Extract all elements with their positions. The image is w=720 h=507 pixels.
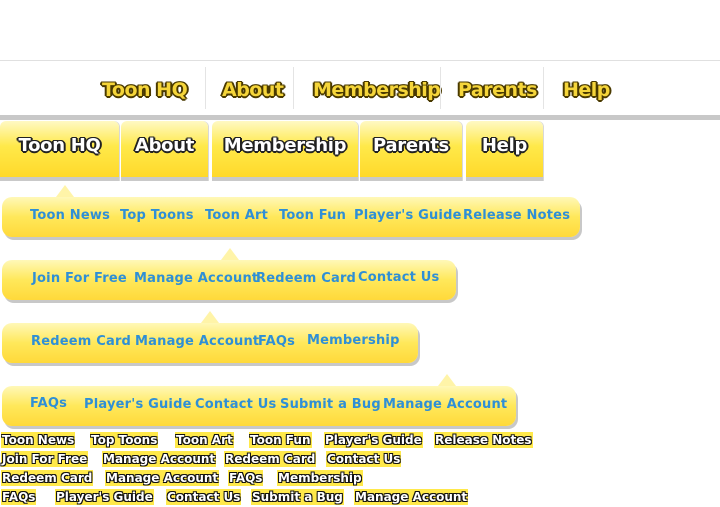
- top-nav-help[interactable]: Help: [563, 79, 610, 101]
- top-nav-divider: [440, 67, 441, 109]
- top-nav-parents[interactable]: Parents: [458, 79, 537, 101]
- submenu-link-toon-art[interactable]: Toon Art: [205, 208, 269, 223]
- submenu-link-manage-account[interactable]: Manage Account: [135, 334, 260, 349]
- submenu-pointer: [56, 185, 74, 197]
- plain-link-faqs[interactable]: FAQs: [228, 470, 264, 486]
- plain-link-contact-us[interactable]: Contact Us: [166, 489, 242, 505]
- submenu-link-submit-a-bug[interactable]: Submit a Bug: [280, 397, 381, 412]
- plain-link-submit-a-bug[interactable]: Submit a Bug: [251, 489, 344, 505]
- top-nav-divider: [205, 67, 206, 109]
- plain-link-top-toons[interactable]: Top Toons: [90, 432, 159, 448]
- tab-label: Toon HQ: [18, 135, 101, 156]
- plain-link-players-guide[interactable]: Player's Guide: [324, 432, 423, 448]
- tab-label: Help: [481, 135, 528, 156]
- tab-label: Membership: [223, 135, 347, 156]
- submenu-link-redeem-card[interactable]: Redeem Card: [31, 334, 132, 349]
- tab-parents[interactable]: Parents: [360, 121, 462, 181]
- plain-link-redeem-card[interactable]: Redeem Card: [224, 451, 317, 467]
- plain-link-manage-account[interactable]: Manage Account: [105, 470, 220, 486]
- submenu-link-join-for-free[interactable]: Join For Free: [32, 271, 127, 286]
- plain-link-toon-fun[interactable]: Toon Fun: [249, 432, 312, 448]
- submenu-link-manage-account[interactable]: Manage Account: [383, 397, 508, 412]
- top-nav-toon-hq[interactable]: Toon HQ: [102, 79, 188, 101]
- submenu-link-contact-us[interactable]: Contact Us: [195, 397, 277, 412]
- submenu-link-manage-account[interactable]: Manage Account: [134, 271, 259, 286]
- tab-toon-hq[interactable]: Toon HQ: [0, 121, 119, 181]
- submenu-link-contact-us[interactable]: Contact Us: [358, 270, 440, 285]
- plain-link-players-guide[interactable]: Player's Guide: [55, 489, 154, 505]
- top-nav-about[interactable]: About: [222, 79, 284, 101]
- plain-link-redeem-card[interactable]: Redeem Card: [1, 470, 94, 486]
- submenu-link-membership[interactable]: Membership: [307, 333, 400, 348]
- plain-link-membership[interactable]: Membership: [277, 470, 363, 486]
- plain-link-toon-art[interactable]: Toon Art: [175, 432, 234, 448]
- top-nav-membership[interactable]: Membership: [313, 79, 441, 101]
- top-nav-divider: [543, 67, 544, 109]
- top-nav-divider: [293, 67, 294, 109]
- plain-link-contact-us[interactable]: Contact Us: [326, 451, 402, 467]
- submenu-link-toon-news[interactable]: Toon News: [30, 208, 111, 223]
- submenu-toon-hq: Toon News Top Toons Toon Art Toon Fun Pl…: [2, 197, 580, 237]
- tab-help[interactable]: Help: [466, 121, 543, 181]
- submenu-link-faqs[interactable]: FAQs: [30, 396, 68, 411]
- plain-link-manage-account[interactable]: Manage Account: [354, 489, 469, 505]
- plain-list-help: FAQs Player's Guide Contact Us Submit a …: [0, 489, 469, 505]
- plain-link-faqs[interactable]: FAQs: [1, 489, 37, 505]
- plain-list-parents: Redeem Card Manage Account FAQs Membersh…: [0, 470, 370, 486]
- tab-about[interactable]: About: [121, 121, 208, 181]
- submenu-link-players-guide[interactable]: Player's Guide: [84, 397, 192, 412]
- submenu-pointer: [438, 374, 456, 386]
- submenu-help: FAQs Player's Guide Contact Us Submit a …: [2, 386, 516, 426]
- top-nav-bar: Toon HQ About Membership Parents Help: [0, 60, 720, 120]
- submenu-link-faqs[interactable]: FAQs: [258, 334, 296, 349]
- submenu-link-top-toons[interactable]: Top Toons: [120, 208, 194, 223]
- submenu-pointer: [201, 311, 219, 323]
- submenu-parents: Redeem Card Manage Account FAQs Membersh…: [2, 323, 418, 363]
- plain-link-manage-account[interactable]: Manage Account: [102, 451, 217, 467]
- submenu-link-players-guide[interactable]: Player's Guide: [354, 208, 462, 223]
- plain-list-toon-hq: Toon News Top Toons Toon Art Toon Fun Pl…: [0, 432, 540, 448]
- submenu-membership: Join For Free Manage Account Redeem Card…: [2, 260, 456, 300]
- plain-link-join-for-free[interactable]: Join For Free: [1, 451, 89, 467]
- tab-membership[interactable]: Membership: [212, 121, 358, 181]
- plain-link-release-notes[interactable]: Release Notes: [434, 432, 533, 448]
- plain-link-toon-news[interactable]: Toon News: [1, 432, 76, 448]
- submenu-link-redeem-card[interactable]: Redeem Card: [256, 271, 357, 286]
- tab-label: Parents: [373, 135, 449, 156]
- plain-list-membership: Join For Free Manage Account Redeem Card…: [0, 451, 404, 467]
- submenu-link-release-notes[interactable]: Release Notes: [463, 208, 571, 223]
- submenu-link-toon-fun[interactable]: Toon Fun: [279, 208, 347, 223]
- tab-label: About: [134, 135, 195, 156]
- submenu-pointer: [221, 248, 239, 260]
